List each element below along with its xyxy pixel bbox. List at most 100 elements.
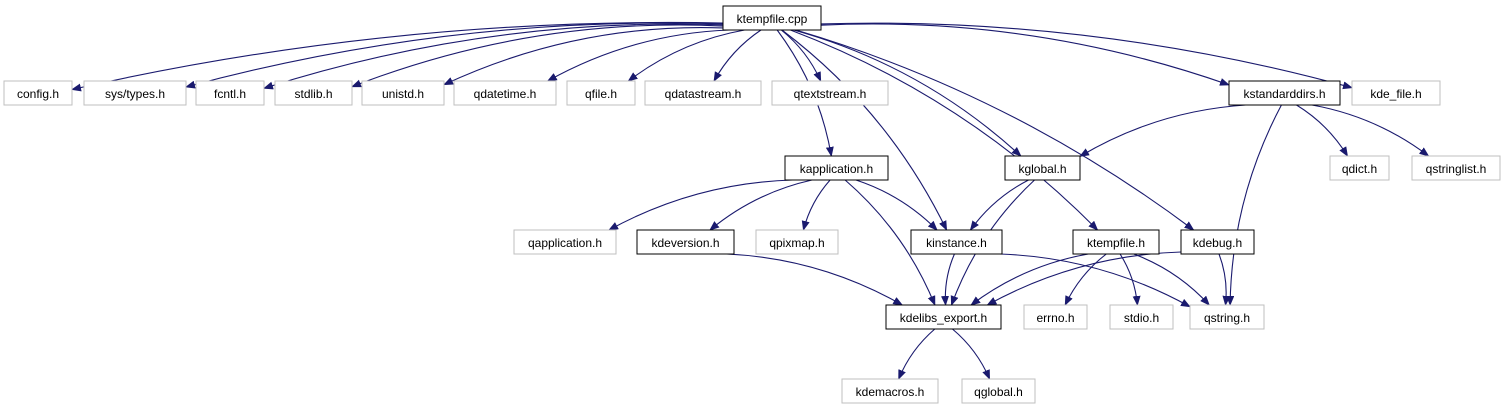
- edge-path: [1226, 104, 1282, 306]
- edge-path: [185, 22, 724, 89]
- edge-path: [970, 253, 1089, 306]
- edge-kdebug_h-to-qstring_h: [1218, 253, 1231, 306]
- node-sys-types-h: sys/types.h: [83, 80, 187, 106]
- edge-ktempfile_cpp-to-qfile_h: [627, 29, 745, 82]
- node-label: sys/types.h: [105, 87, 165, 101]
- edge-path: [709, 179, 813, 231]
- edge-kinstance_h-to-kdelibs_export_h: [941, 253, 955, 306]
- node-label: kdebug.h: [1193, 236, 1242, 250]
- edge-path: [855, 179, 938, 231]
- node-config-h: config.h: [3, 80, 73, 106]
- node-box: [1023, 304, 1088, 330]
- node-label: fcntl.h: [214, 87, 246, 101]
- node-label: errno.h: [1036, 311, 1074, 325]
- node-label: ktempfile.h: [1087, 236, 1145, 250]
- node-label: unistd.h: [382, 87, 424, 101]
- node-label: qdatastream.h: [665, 87, 742, 101]
- node-box: [1228, 80, 1341, 106]
- edge-ktempfile_cpp-to-fcntl_h: [263, 23, 724, 90]
- node-box: [1411, 155, 1501, 181]
- edge-kinstance_h-to-qstring_h: [999, 253, 1191, 308]
- node-label: qglobal.h: [974, 385, 1023, 399]
- edge-path: [263, 23, 724, 90]
- edge-ktempfile_cpp-to-kstandarddirs_h: [820, 23, 1230, 86]
- edge-ktempfile_cpp-to-kde_file_h: [820, 22, 1353, 90]
- edge-kdelibs_export_h-to-kdemacros_h: [898, 328, 936, 380]
- edge-path: [898, 328, 936, 380]
- node-label: kdelibs_export.h: [900, 311, 987, 325]
- nodes-layer: ktempfile.cpp config.h sys/types.h fcntl.h s…: [3, 5, 1501, 404]
- edge-path: [1296, 104, 1349, 157]
- node-label: kstandarddirs.h: [1243, 87, 1325, 101]
- edge-path: [1119, 253, 1141, 306]
- edge-ktempfile_cpp-to-qtextstream_h: [780, 29, 822, 82]
- edge-path: [546, 29, 730, 82]
- node-label: qtextstream.h: [794, 87, 867, 101]
- edge-path: [793, 29, 1022, 157]
- edge-ktempfile_cpp-to-sys_types_h: [185, 22, 724, 89]
- edge-path: [969, 179, 1029, 231]
- edges-layer: [71, 21, 1430, 380]
- node-stdio-h: stdio.h: [1109, 304, 1174, 330]
- node-qtextstream-h: qtextstream.h: [771, 80, 889, 106]
- node-qfile-h: qfile.h: [566, 80, 636, 106]
- node-kdebug-h[interactable]: kdebug.h: [1180, 229, 1255, 255]
- node-label: ktempfile.cpp: [737, 12, 808, 26]
- edge-path: [1079, 104, 1246, 157]
- edge-path: [795, 29, 1195, 231]
- node-qstring-h: qstring.h: [1189, 304, 1265, 330]
- node-kstandarddirs-h[interactable]: kstandarddirs.h: [1228, 80, 1341, 106]
- edge-ktempfile_cpp-to-ktempfile_h: [790, 29, 1099, 231]
- edge-kstandarddirs_h-to-kglobal_h: [1079, 104, 1246, 157]
- edge-path: [1311, 104, 1430, 157]
- edge-path: [801, 179, 831, 231]
- node-box: [1351, 80, 1441, 106]
- edge-kdelibs_export_h-to-qglobal_h: [952, 328, 991, 380]
- node-label: kde_file.h: [1370, 87, 1421, 101]
- edge-path: [999, 253, 1191, 308]
- node-box: [274, 80, 353, 106]
- node-label: qstring.h: [1204, 311, 1250, 325]
- edge-kstandarddirs_h-to-qstringlist_h: [1311, 104, 1430, 157]
- edge-path: [781, 29, 948, 231]
- node-label: qdatetime.h: [474, 87, 537, 101]
- node-box: [453, 80, 557, 106]
- edge-path: [941, 253, 955, 306]
- node-ktempfile-cpp[interactable]: ktempfile.cpp: [722, 5, 822, 31]
- edge-kdeversion_h-to-kdelibs_export_h: [726, 253, 904, 306]
- node-box: [1072, 229, 1160, 255]
- node-qstringlist-h: qstringlist.h: [1411, 155, 1501, 181]
- edge-path: [780, 29, 822, 82]
- node-errno-h: errno.h: [1023, 304, 1088, 330]
- node-kdeversion-h[interactable]: kdeversion.h: [636, 229, 735, 255]
- node-box: [722, 5, 822, 31]
- edge-path: [1064, 253, 1107, 306]
- node-box: [361, 80, 445, 106]
- edge-ktempfile_cpp-to-qdatastream_h: [713, 29, 762, 82]
- edge-kapplication_h-to-kdelibs_export_h: [844, 179, 936, 306]
- node-unistd-h: unistd.h: [361, 80, 445, 106]
- node-kglobal-h[interactable]: kglobal.h: [1004, 155, 1081, 181]
- node-box: [885, 304, 1002, 330]
- node-box: [1189, 304, 1265, 330]
- node-kdelibs-export-h[interactable]: kdelibs_export.h: [885, 304, 1002, 330]
- edge-path: [1218, 253, 1231, 306]
- edge-path: [608, 179, 793, 231]
- edge-ktempfile_cpp-to-kinstance_h: [781, 29, 948, 231]
- node-kinstance-h[interactable]: kinstance.h: [910, 229, 1003, 255]
- node-box: [784, 155, 889, 181]
- edge-path: [952, 328, 991, 380]
- node-ktempfile-h[interactable]: ktempfile.h: [1072, 229, 1160, 255]
- edge-path: [1133, 253, 1210, 306]
- node-box: [513, 229, 617, 255]
- node-qdict-h: qdict.h: [1329, 155, 1390, 181]
- node-box: [1109, 304, 1174, 330]
- edge-kapplication_h-to-kinstance_h: [855, 179, 938, 231]
- edge-path: [844, 179, 936, 306]
- node-fcntl-h: fcntl.h: [195, 80, 265, 106]
- node-box: [910, 229, 1003, 255]
- node-label: kglobal.h: [1018, 162, 1066, 176]
- node-label: kinstance.h: [926, 236, 987, 250]
- node-kapplication-h[interactable]: kapplication.h: [784, 155, 889, 181]
- node-qdatastream-h: qdatastream.h: [644, 80, 762, 106]
